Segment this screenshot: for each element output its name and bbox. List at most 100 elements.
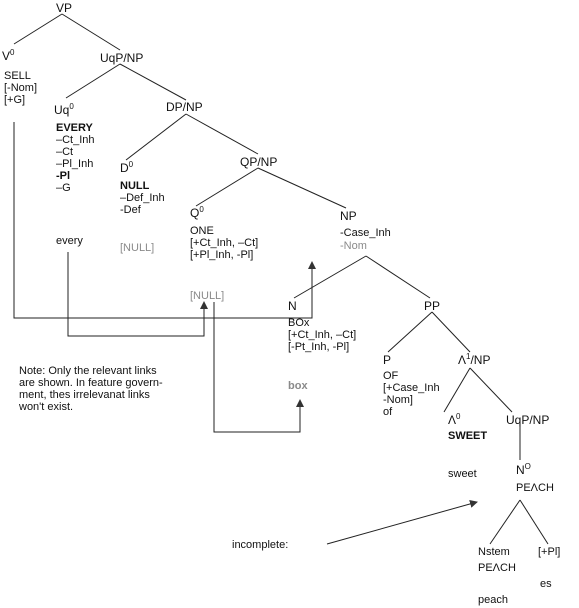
node-dp-np: DP/NP: [166, 100, 203, 114]
node-plus-pl: [+Pl]: [538, 546, 561, 558]
null-d-placeholder: [NULL]: [120, 242, 155, 254]
node-uq0-cat: Uq: [54, 103, 70, 117]
node-v0-sup: 0: [10, 48, 15, 57]
box-feature-0: BOx: [288, 317, 310, 329]
one-feature-0: ONE: [190, 225, 214, 237]
branch-np-n: [293, 255, 367, 299]
branch-lambda1-uqp2: [469, 367, 513, 413]
branch-dp-d0: [125, 113, 187, 161]
branch-np-pp: [365, 255, 431, 299]
node-q0-cat: Q: [190, 206, 200, 220]
node-lambda1-np: Λ1/NP: [458, 352, 491, 367]
node-np: NP: [340, 209, 357, 223]
branch-qp-np: [257, 167, 347, 209]
node-uqp-np-2: UqP/NP: [506, 413, 550, 427]
box-feature-1: [+Ct_Inh, –Ct]: [288, 329, 357, 341]
node-uq0: Uq0: [54, 102, 74, 117]
incomplete-arrow: [326, 500, 478, 545]
node-qp-np: QP/NP: [240, 155, 278, 169]
branch-uqp-uq0: [65, 63, 121, 99]
node-d0-sup: 0: [128, 160, 134, 169]
np-case-inh: -Case_Inh: [340, 227, 391, 239]
every-feature-3: –Pl_Inh: [56, 158, 94, 170]
node-lambda0-cat: Λ: [448, 413, 457, 427]
sweet-cap: SWEET: [448, 430, 488, 442]
branch-dp-qp: [185, 113, 259, 155]
sell-feature-1: [-Nom]: [4, 82, 37, 94]
null-feature-2: -Def: [120, 204, 141, 216]
null-features: NULL –Def_Inh -Def: [120, 180, 165, 216]
branch-uqp-dp: [119, 63, 187, 101]
word-peach: peach: [478, 594, 508, 606]
incomplete-label: incomplete:: [232, 539, 289, 551]
sell-feature-2: [+G]: [4, 94, 26, 106]
word-box: box: [288, 380, 308, 392]
node-q0: Q0: [190, 205, 204, 220]
node-q0-sup: 0: [199, 205, 204, 214]
word-every: every: [56, 235, 83, 247]
every-feature-1: –Ct_Inh: [56, 134, 95, 146]
null-q-placeholder: [NULL]: [190, 290, 225, 302]
note-line-3: won't exist.: [19, 401, 74, 413]
node-v0: V0: [2, 48, 15, 63]
branch-qp-q0: [195, 167, 259, 207]
node-nstem: Nstem: [478, 546, 510, 558]
branch-n0-nstem: [489, 499, 521, 545]
branch-lambda1-lambda0: [443, 367, 471, 413]
link-null-to-box: [213, 302, 304, 433]
word-es: es: [540, 578, 552, 590]
null-feature-1: –Def_Inh: [120, 192, 165, 204]
node-lambda1-rest: /NP: [470, 353, 491, 367]
node-n: N: [288, 299, 297, 313]
of-feature-1: [+Case_Inh: [383, 382, 440, 394]
peach-cap-2: PEΛCH: [478, 562, 516, 574]
node-lambda0-sup: 0: [456, 412, 461, 421]
node-uq0-sup: 0: [69, 102, 74, 111]
node-d0-cat: D: [120, 161, 129, 175]
branch-n0-pl: [519, 499, 549, 545]
every-feature-4: -Pl: [56, 170, 71, 182]
null-feature-0: NULL: [120, 180, 150, 192]
note-text: Note: Only the relevant links are shown.…: [19, 365, 163, 413]
node-d0: D0: [120, 160, 134, 175]
node-uqp-np: UqP/NP: [100, 51, 144, 65]
every-feature-5: –G: [56, 182, 71, 194]
every-feature-0: EVERY: [56, 122, 93, 134]
node-vp: VP: [56, 1, 73, 15]
sell-features: SELL [-Nom] [+G]: [4, 70, 37, 106]
branch-vp-uqp: [61, 13, 121, 51]
branch-pp-lambda1: [431, 311, 471, 353]
link-every-to-null: [67, 252, 208, 337]
branch-pp-p: [387, 311, 433, 353]
every-features: EVERY –Ct_Inh –Ct –Pl_Inh -Pl –G: [56, 122, 95, 194]
sell-feature-0: SELL: [4, 70, 31, 82]
word-sweet: sweet: [448, 468, 477, 480]
of-feature-3: of: [383, 406, 393, 418]
one-features: ONE [+Ct_Inh, –Ct] [+Pl_Inh, -Pl]: [190, 225, 258, 261]
of-features: OF [+Case_Inh -Nom] of: [383, 370, 440, 418]
every-feature-2: –Ct: [56, 146, 74, 158]
node-p: P: [383, 353, 392, 367]
peach-cap: PEΛCH: [516, 482, 554, 494]
note-line-1: are shown. In feature govern-: [19, 377, 163, 389]
branch-vp-v0: [13, 13, 63, 45]
note-line-2: ment, thes irrelevanat links: [19, 389, 150, 401]
box-feature-2: [-Pt_Inh, -Pl]: [288, 341, 350, 353]
of-feature-2: -Nom]: [383, 394, 413, 406]
node-pp: PP: [424, 299, 441, 313]
node-n0: NO: [516, 462, 531, 477]
node-lambda1-cat: Λ: [458, 353, 467, 367]
box-features: BOx [+Ct_Inh, –Ct] [-Pt_Inh, -Pl]: [288, 317, 356, 353]
node-n0-cat: N: [516, 463, 525, 477]
one-feature-2: [+Pl_Inh, -Pl]: [190, 249, 254, 261]
one-feature-1: [+Ct_Inh, –Ct]: [190, 237, 259, 249]
link-sell-to-n: [13, 122, 316, 319]
node-n0-sup: O: [524, 462, 531, 471]
note-line-0: Note: Only the relevant links: [19, 365, 157, 377]
node-lambda0: Λ0: [448, 412, 461, 427]
np-nom: -Nom: [340, 240, 367, 252]
node-lambda1-sup: 1: [466, 352, 471, 361]
of-feature-0: OF: [383, 370, 399, 382]
